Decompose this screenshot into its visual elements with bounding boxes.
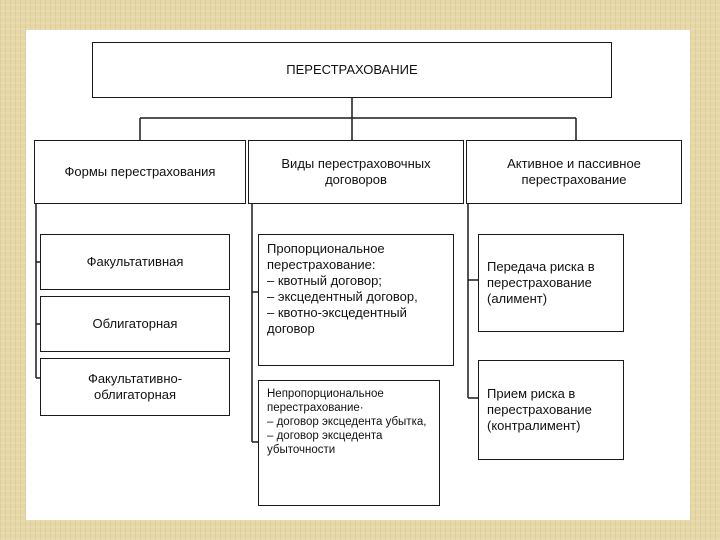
column-header-forms: Формы перестрахования [34, 140, 246, 204]
treaty-item: – квотно-эксцедентный договор [267, 305, 407, 336]
active-box-acceptance: Прием риска в перестрахование (контралим… [478, 360, 624, 460]
form-box-obligatory: Облигаторная [40, 296, 230, 352]
treaty-item: – договор эксцедента убытка, [267, 416, 427, 428]
active-passive-label: Передача риска в перестрахование (алимен… [487, 259, 595, 306]
treaty-box-nonproportional: Непропорциональное перестрахование· – до… [258, 380, 440, 506]
diagram-sheet: ПЕРЕСТРАХОВАНИЕ Формы перестрахования Ви… [26, 30, 690, 520]
treaty-item: – квотный договор; [267, 273, 382, 288]
treaty-item: – договор эксцедента убыточности [267, 430, 383, 456]
column-header-treaty-types-label: Виды перестраховочных договоров [281, 156, 431, 187]
treaty-title: Пропорциональное перестрахование: [267, 241, 385, 272]
root-title: ПЕРЕСТРАХОВАНИЕ [286, 62, 418, 77]
column-header-active-passive: Активное и пассивное перестрахование [466, 140, 682, 204]
column-header-treaty-types: Виды перестраховочных договоров [248, 140, 464, 204]
form-box-facultative-obligatory: Факультативно-облигаторная [40, 358, 230, 416]
active-passive-label: Прием риска в перестрахование (контралим… [487, 386, 592, 433]
active-box-cession: Передача риска в перестрахование (алимен… [478, 234, 624, 332]
root-box: ПЕРЕСТРАХОВАНИЕ [92, 42, 612, 98]
treaty-title: Непропорциональное перестрахование· [267, 388, 384, 414]
form-label: Факультативно-облигаторная [87, 371, 183, 402]
column-header-active-passive-label: Активное и пассивное перестрахование [507, 156, 641, 187]
column-header-forms-label: Формы перестрахования [64, 164, 216, 179]
treaty-box-proportional: Пропорциональное перестрахование: – квот… [258, 234, 454, 366]
connector-lines [35, 98, 577, 443]
form-label: Факультативная [86, 254, 184, 269]
form-box-facultative: Факультативная [40, 234, 230, 290]
form-label: Облигаторная [92, 316, 178, 331]
treaty-item: – эксцедентный договор, [267, 289, 418, 304]
